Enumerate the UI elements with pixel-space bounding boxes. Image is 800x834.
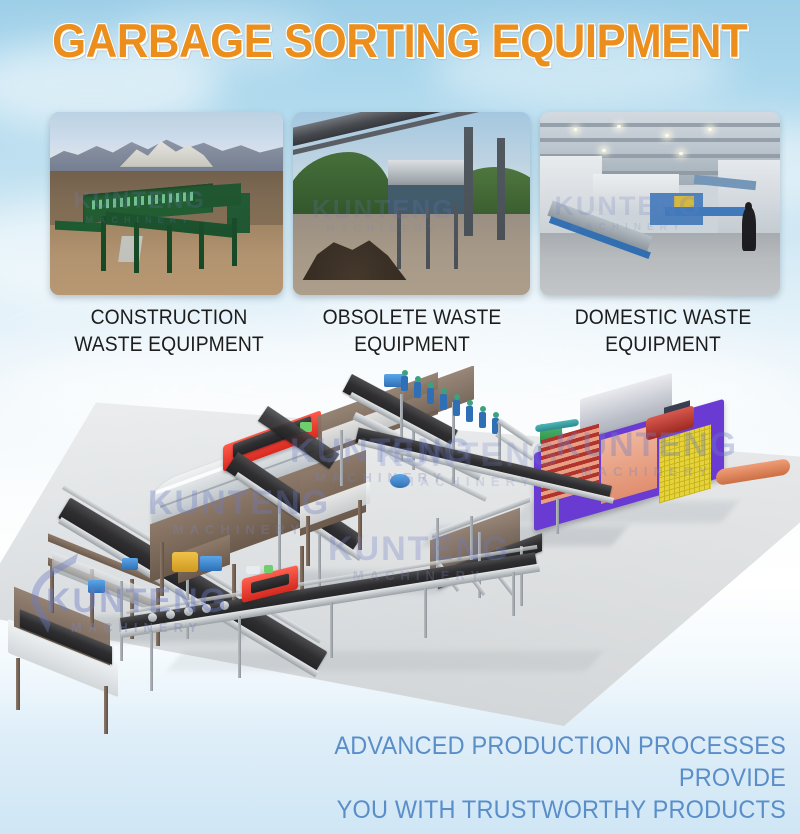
worker [466, 406, 473, 422]
thumbnail-row: KUNTENG MACHINERY [0, 112, 800, 298]
tagline: ADVANCED PRODUCTION PROCESSES PROVIDE YO… [222, 730, 786, 826]
photo-obsolete-waste: KUNTENG MACHINERY [293, 112, 530, 295]
tagline-line-1: ADVANCED PRODUCTION PROCESSES PROVIDE [334, 732, 786, 792]
photo-construction-waste: KUNTENG MACHINERY [50, 112, 283, 295]
worker-head [402, 370, 408, 376]
worker [401, 376, 408, 391]
caption-row: CONSTRUCTION WASTE EQUIPMENT OBSOLETE WA… [0, 304, 800, 366]
worker-head [480, 406, 486, 412]
worker-head [454, 394, 460, 400]
thumbnail-obsolete-waste[interactable]: KUNTENG MACHINERY [293, 112, 530, 295]
worker [453, 400, 460, 416]
worker-head [467, 400, 473, 406]
worker [427, 388, 434, 404]
caption-line: CONSTRUCTION [90, 306, 248, 329]
separator-indicator-light [264, 565, 273, 573]
tagline-line-2: YOU WITH TRUSTWORTHY PRODUCTS [336, 796, 786, 824]
worker [414, 382, 421, 398]
caption-line: EQUIPMENT [354, 333, 470, 356]
caption-line: EQUIPMENT [605, 333, 721, 356]
worker [479, 412, 486, 428]
caption-obsolete-waste: OBSOLETE WASTE EQUIPMENT [302, 304, 523, 358]
caption-construction-waste: CONSTRUCTION WASTE EQUIPMENT [54, 304, 284, 358]
thumbnail-construction-waste[interactable]: KUNTENG MACHINERY [50, 112, 283, 295]
page-title: GARBAGE SORTING EQUIPMENT [52, 14, 748, 68]
caption-line: DOMESTIC WASTE [574, 306, 752, 329]
caption-line: OBSOLETE WASTE [322, 306, 502, 329]
drive-motor [122, 558, 138, 570]
drive-motor [88, 580, 105, 593]
worker-head [428, 382, 434, 388]
worker-head [493, 412, 499, 418]
title-banner: GARBAGE SORTING EQUIPMENT [0, 12, 800, 74]
trommel-motor [200, 556, 222, 571]
worker [440, 394, 447, 410]
caption-domestic-waste: DOMESTIC WASTE EQUIPMENT [548, 304, 778, 358]
thumbnail-domestic-waste[interactable]: KUNTENG MACHINERY [540, 112, 780, 295]
production-line-render: KUNTENG MACHINERY KUNTENG MACHINERY KUNT… [0, 366, 800, 736]
worker-head [415, 376, 421, 382]
caption-line: WASTE EQUIPMENT [74, 333, 264, 356]
trommel-drive-pulley [172, 552, 198, 572]
worker-head [441, 388, 447, 394]
cross-conveyor-motor [390, 474, 410, 488]
separator-control-panel [246, 566, 260, 574]
photo-domestic-waste: KUNTENG MACHINERY [540, 112, 780, 295]
